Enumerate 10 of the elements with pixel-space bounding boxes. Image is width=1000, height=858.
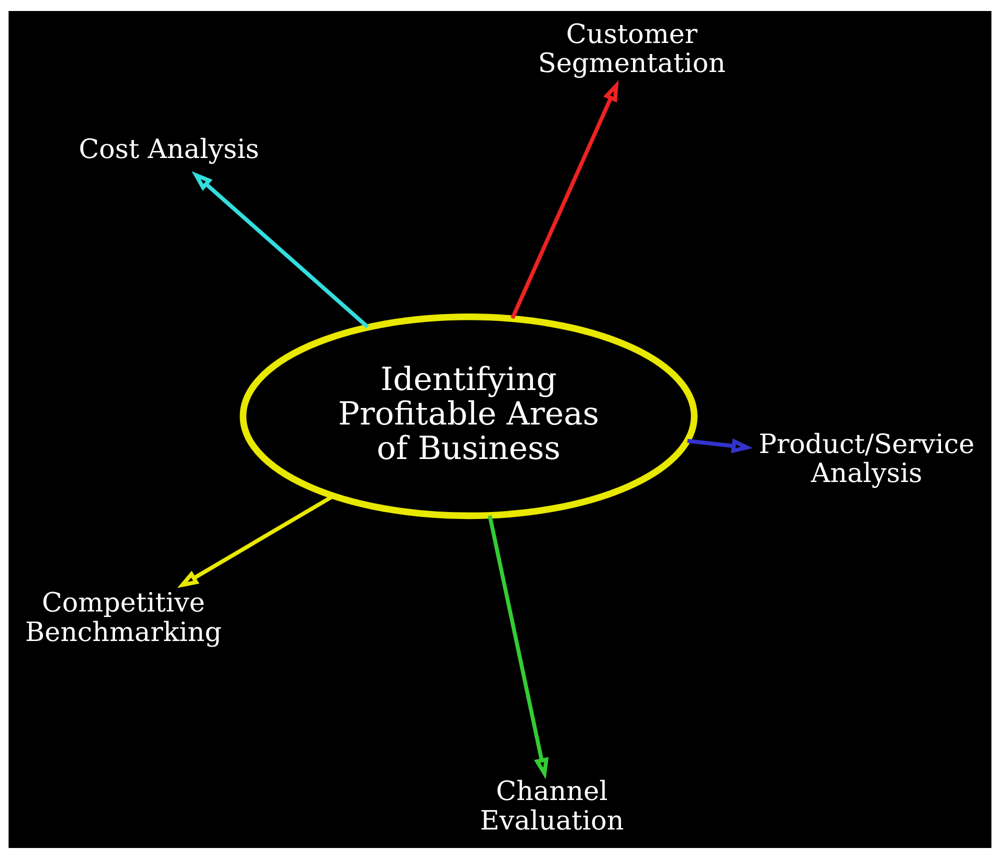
- arrow: [192, 170, 369, 328]
- node-text: Cost Analysis: [78, 133, 260, 164]
- node-ellipse: Identifying Profitable Areas of Business: [240, 313, 698, 519]
- arrow: [510, 80, 619, 319]
- node-text: Customer Segmentation: [538, 18, 726, 79]
- node-text: Competitive Benchmarking: [25, 587, 222, 648]
- arrow: [687, 438, 753, 453]
- node-text: Channel Evaluation: [480, 776, 624, 836]
- arrow: [488, 514, 549, 779]
- node-text: Product/Service Analysis: [758, 428, 974, 489]
